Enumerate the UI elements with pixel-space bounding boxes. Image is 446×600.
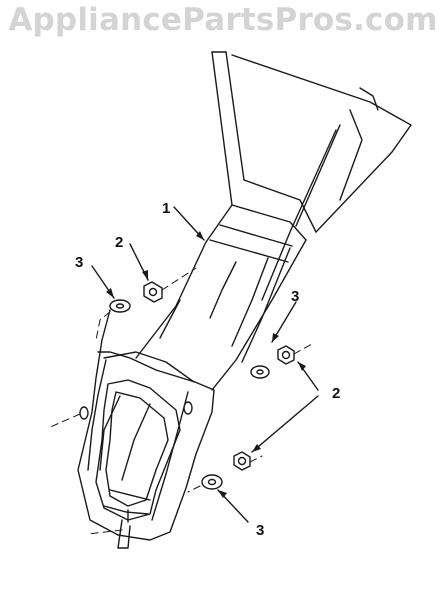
callout-part-2-right: 2 bbox=[332, 385, 340, 402]
chute-bottom-bracket bbox=[117, 509, 131, 549]
washer-right-upper bbox=[250, 365, 270, 379]
flange-opening bbox=[95, 379, 181, 521]
washer-lower bbox=[201, 474, 223, 490]
leader-arrowheads bbox=[106, 231, 306, 498]
chute-deflector bbox=[211, 51, 412, 241]
callout-part-2-upper: 2 bbox=[115, 234, 123, 251]
alignment-lines bbox=[47, 267, 313, 535]
callout-part-3-left: 3 bbox=[75, 254, 83, 271]
chute-tube bbox=[135, 124, 341, 391]
hex-nut-upper bbox=[143, 281, 163, 303]
leader-lines bbox=[91, 206, 319, 523]
washer-left bbox=[109, 299, 131, 313]
callout-part-3-right-upper: 3 bbox=[291, 288, 299, 305]
callout-part-3-bottom: 3 bbox=[256, 522, 264, 539]
hex-nut-right-upper bbox=[277, 345, 295, 365]
flange-holes bbox=[79, 401, 193, 420]
callout-part-1: 1 bbox=[162, 200, 170, 217]
hex-nut-lower bbox=[233, 451, 251, 471]
chute-flange bbox=[77, 309, 215, 541]
watermark: AppliancePartsPros.com bbox=[8, 2, 438, 38]
